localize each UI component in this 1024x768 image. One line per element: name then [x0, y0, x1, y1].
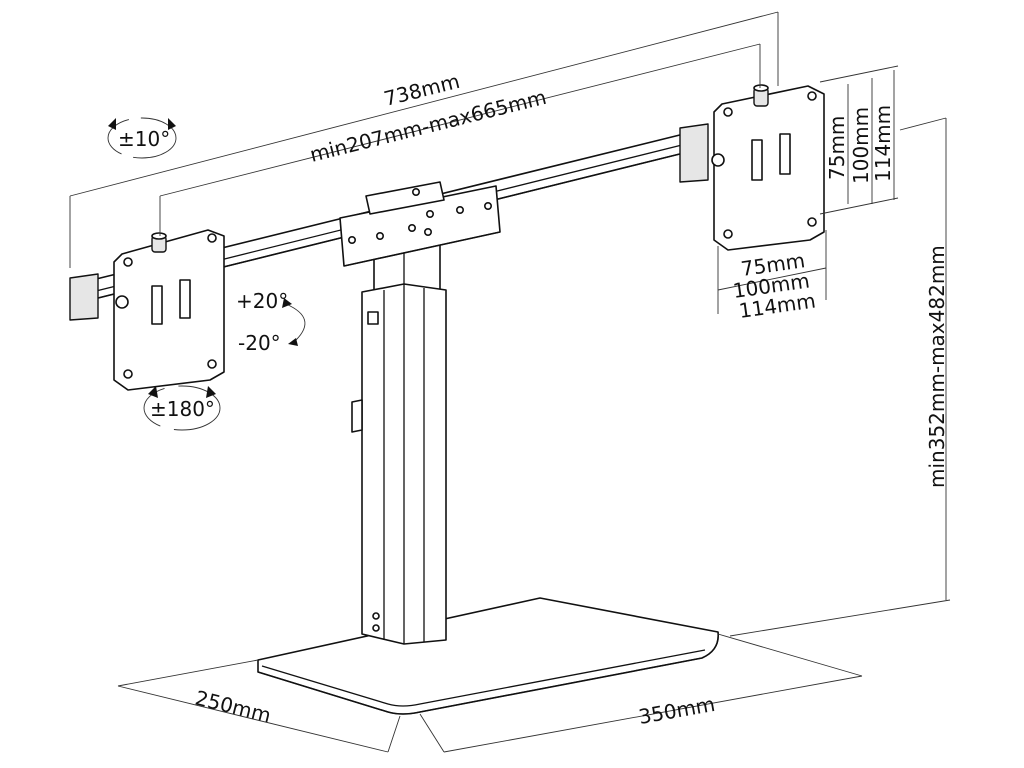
- rotation-angle-label: ±10°: [118, 127, 170, 151]
- base-plate: [257, 597, 719, 715]
- vesa-vertical-114-label: 114mm: [871, 105, 895, 182]
- rotation-indicators: [107, 117, 306, 431]
- left-vesa-plate: [69, 229, 225, 391]
- right-vesa-plate: [679, 84, 825, 251]
- height-range-label: min352mm-max482mm: [925, 245, 949, 488]
- tilt-up-label: +20°: [236, 289, 288, 313]
- vesa-vertical-75-label: 75mm: [825, 116, 849, 180]
- base-depth-label: 250mm: [193, 686, 274, 728]
- tilt-down-label: -20°: [238, 331, 281, 355]
- dimension-lines: [69, 11, 951, 753]
- height-column: [351, 239, 447, 645]
- base-width-label: 350mm: [637, 692, 717, 729]
- vesa-vertical-100-label: 100mm: [849, 107, 873, 184]
- swivel-angle-label: ±180°: [150, 397, 215, 421]
